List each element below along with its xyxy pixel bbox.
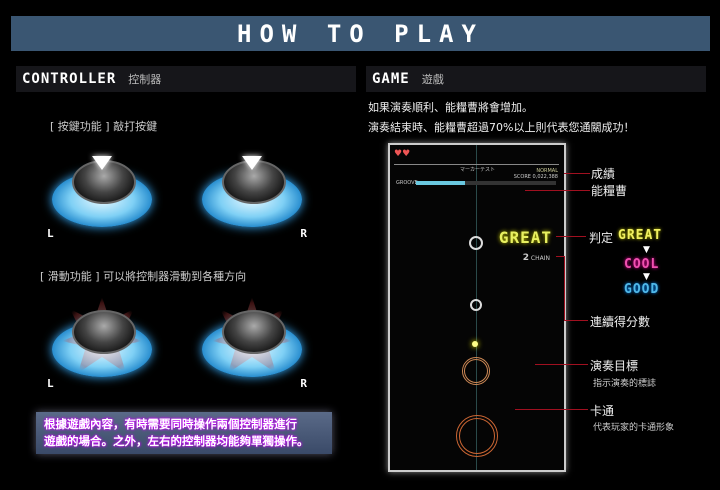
left-label: L: [47, 377, 54, 390]
down-arrow-icon: ▼: [643, 272, 650, 282]
controller-left-slide: L: [47, 292, 157, 390]
left-label: L: [47, 227, 54, 240]
game-title-zh: 遊戲: [421, 73, 444, 86]
press-arrow-icon: [242, 156, 262, 170]
desc-line: 演奏結束時、能糧曹超過70%以上則代表您通關成功！: [368, 121, 635, 134]
page-title: HOW TO PLAY: [237, 19, 484, 48]
controller-note: 根據遊戲內容，有時需要同時操作兩個控制器進行遊戲的場合。之外，左右的控制器均能夠…: [36, 412, 332, 454]
controller-right-button: R: [197, 142, 307, 240]
song-title: マーカーテスト: [460, 167, 496, 173]
groove-gauge: [416, 181, 556, 185]
game-description: 如果演奏順利、能糧曹將會增加。 演奏結束時、能糧曹超過70%以上則代表您通關成功…: [368, 98, 634, 138]
label-score: 成績: [591, 167, 616, 181]
controller-right-slide: R: [197, 292, 307, 390]
controller-left-button: L: [47, 142, 157, 240]
target-marker-icon: [470, 299, 482, 311]
judge-cool: COOL: [624, 257, 660, 272]
button-caption: [ 按鍵功能 ] 敲打按鍵: [50, 120, 158, 133]
combo-label: CHAIN: [530, 255, 550, 262]
difficulty: NORMAL: [536, 168, 558, 174]
label-judge: 判定: [589, 231, 614, 245]
avatar-icon: [472, 341, 478, 347]
combo-count: 2: [522, 253, 529, 263]
ring-icon: [456, 415, 498, 457]
judge-great: GREAT: [618, 228, 663, 243]
title-banner: HOW TO PLAY: [11, 16, 710, 51]
controller-title: CONTROLLER: [22, 71, 117, 87]
judge-good: GOOD: [624, 282, 660, 297]
right-label: R: [300, 377, 307, 390]
game-header: GAME 遊戲: [366, 66, 706, 92]
press-arrow-icon: [92, 156, 112, 170]
game-title: GAME: [372, 71, 410, 87]
target-marker-icon: [469, 236, 483, 250]
note-line: 根據遊戲內容，有時需要同時操作兩個控制器進行: [44, 417, 297, 431]
down-arrow-icon: ▼: [643, 245, 650, 255]
gauge-label: GROOVE: [396, 180, 418, 186]
label-target: 演奏目標: [590, 359, 639, 373]
game-screenshot: ♥♥ マーカーテスト NORMAL SCORE 0,022,388 GROOVE…: [388, 143, 566, 472]
score-readout: SCORE 0,022,388: [513, 174, 558, 180]
label-target-sub: 指示演奏的標誌: [593, 379, 657, 389]
note-line: 遊戲的場合。之外，左右的控制器均能夠單獨操作。: [44, 434, 309, 448]
label-gauge: 能糧曹: [591, 184, 628, 198]
desc-line: 如果演奏順利、能糧曹將會增加。: [368, 101, 533, 114]
controller-header: CONTROLLER 控制器: [16, 66, 356, 92]
judge-text: GREAT: [498, 228, 552, 247]
label-combo: 連續得分數: [590, 315, 651, 329]
ring-icon: [462, 357, 490, 385]
slide-caption: [ 滑動功能 ] 可以將控制器滑動到各種方向: [40, 270, 247, 283]
label-avatar-sub: 代表玩家的卡通形象: [593, 423, 675, 433]
label-avatar: 卡通: [590, 404, 615, 418]
controller-title-zh: 控制器: [128, 73, 162, 86]
right-label: R: [300, 227, 307, 240]
life-icons: ♥♥: [394, 149, 411, 159]
